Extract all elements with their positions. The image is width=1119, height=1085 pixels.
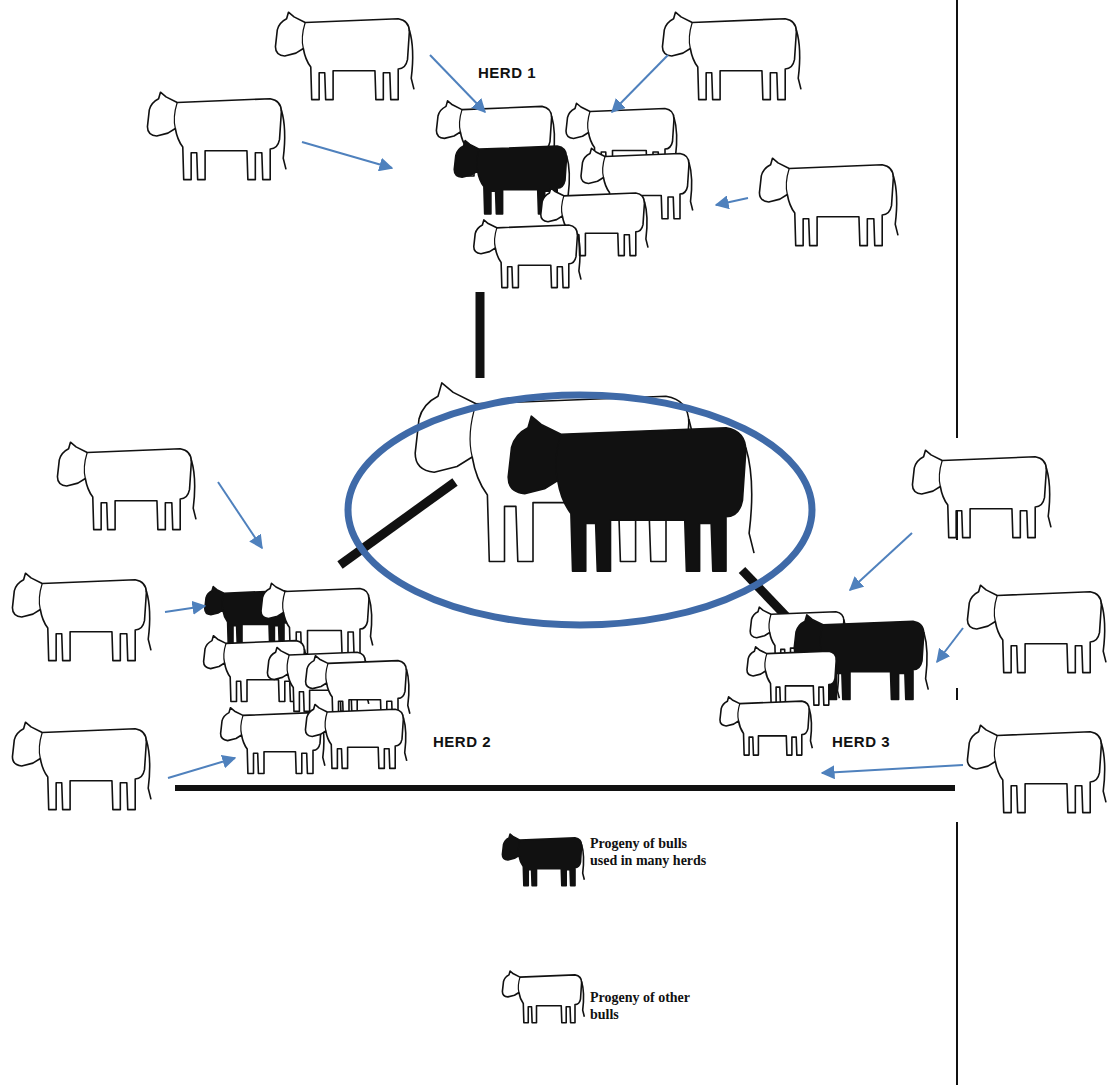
herd-label-box: HERD 1 [478, 64, 536, 81]
outline-bull [12, 722, 151, 809]
outline-bull [967, 725, 1106, 812]
outline-bull [12, 573, 151, 660]
blue-arrow [937, 628, 963, 662]
legend-entry: Progeny of other bulls [590, 990, 714, 1024]
outline-bull [147, 92, 286, 179]
base-bar [175, 785, 955, 791]
white-calf [305, 704, 406, 768]
shared-bulls [348, 383, 812, 625]
white-calf [474, 220, 581, 288]
herd-label: HERD 3 [832, 733, 890, 750]
rule-segment [956, 0, 958, 438]
white-calf [720, 697, 812, 755]
blue-arrow [716, 198, 748, 205]
blue-arrow [430, 55, 485, 112]
blue-arrow [218, 482, 262, 548]
highlight-ellipse [348, 395, 812, 625]
legend-text: Progeny of bulls used in many herds [590, 836, 714, 870]
blue-arrow [612, 55, 668, 112]
herd-label: HERD 2 [433, 733, 491, 750]
white-calf-sample [502, 971, 584, 1023]
black-bull [508, 416, 754, 571]
herd-label-box: HERD 3 [832, 733, 890, 750]
outline-bull [967, 585, 1106, 672]
outline-bull [912, 450, 1051, 537]
herd-one [436, 101, 692, 288]
blue-arrow [165, 606, 205, 612]
black-calf-sample [502, 834, 584, 886]
blue-arrow [168, 758, 235, 778]
blue-arrow [822, 765, 963, 773]
legend-samples [502, 834, 584, 1023]
herd-label: HERD 1 [478, 64, 536, 81]
page-rule [956, 0, 958, 1085]
outline-bull [759, 158, 898, 245]
rule-segment [956, 688, 958, 700]
outline-bull [57, 442, 196, 529]
herd-two [204, 583, 410, 773]
blue-arrow [302, 142, 392, 168]
rule-segment [956, 822, 958, 1085]
bull-arrows [165, 55, 963, 778]
herd-links [175, 292, 955, 788]
white-cow [747, 647, 839, 705]
outside-bulls [12, 12, 1106, 812]
herd-label-box: HERD 2 [433, 733, 491, 750]
outline-bull [662, 12, 801, 99]
blue-arrow [850, 533, 912, 590]
link-bar [476, 292, 485, 378]
herd-three [720, 607, 928, 755]
outline-bull [275, 12, 414, 99]
legend-text: Progeny of other bulls [590, 990, 714, 1024]
link-bar [340, 482, 455, 565]
legend-entry: Progeny of bulls used in many herds [590, 836, 714, 870]
